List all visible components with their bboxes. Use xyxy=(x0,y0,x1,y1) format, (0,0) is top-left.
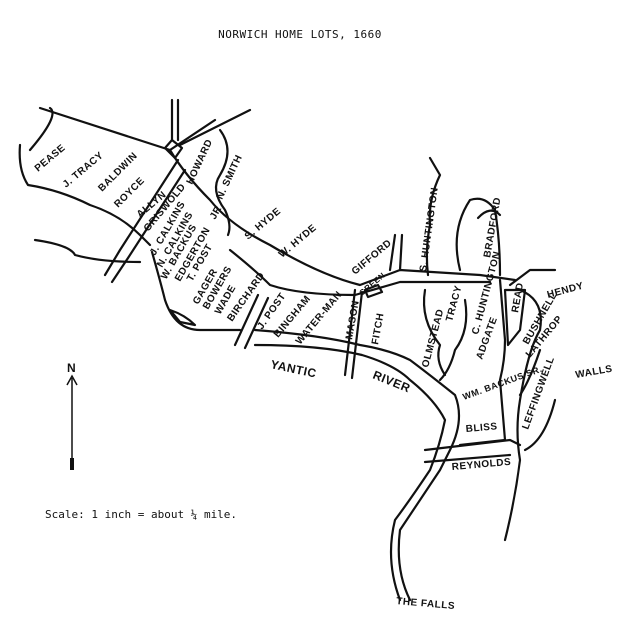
north-arrow: N xyxy=(66,361,78,470)
label-pease: PEASE xyxy=(33,142,68,174)
label-reynolds: REYNOLDS xyxy=(451,457,511,473)
label-fitch: FITCH xyxy=(370,312,386,345)
label-s-hyde: S. HYDE xyxy=(243,206,283,242)
label-olmstead: OLMSTEAD xyxy=(420,308,446,369)
map-title: NORWICH HOME LOTS, 1660 xyxy=(218,28,382,41)
label-river: RIVER xyxy=(371,368,413,396)
label-tracy: TRACY xyxy=(444,284,464,323)
label-the-falls: THE FALLS xyxy=(396,596,456,612)
label-walls: WALLS xyxy=(575,364,614,381)
scale-note: Scale: 1 inch = about ¼ mile. xyxy=(45,508,238,521)
lot-labels: PEASE J. TRACY BALDWIN ROYCE ALLYN GRISW… xyxy=(33,138,614,613)
label-howard: HOWARD xyxy=(185,138,215,187)
label-s-huntington: S. HUNTINGTON xyxy=(418,186,441,272)
roads-and-rivers xyxy=(18,98,557,602)
north-label: N xyxy=(67,361,76,375)
label-read: READ xyxy=(510,282,526,314)
label-gifford: GIFFORD xyxy=(350,238,394,278)
label-w-hyde: W. HYDE xyxy=(277,222,319,260)
label-yantic: YANTIC xyxy=(269,357,317,380)
label-bliss: BLISS xyxy=(465,421,498,435)
